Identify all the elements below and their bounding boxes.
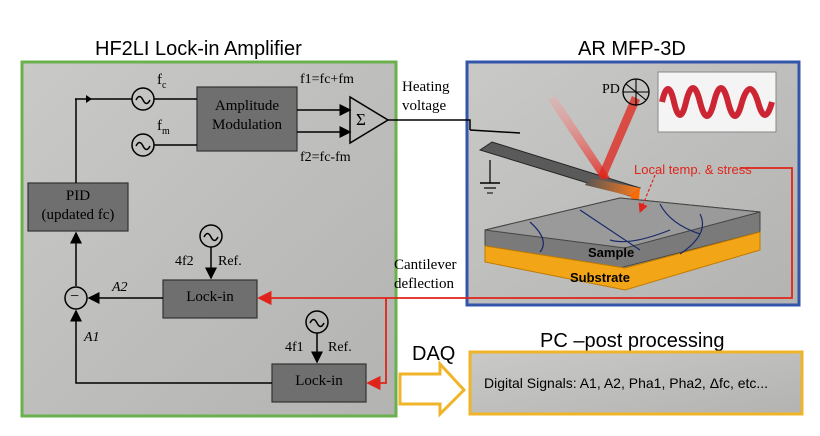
substrate-label: Substrate [570,270,630,285]
ref2-label: Ref. [218,254,242,269]
sigma-label: Σ [356,110,366,129]
lockin-title: HF2LI Lock-in Amplifier [95,38,302,60]
subtract-circle [64,286,88,310]
lockin-box-2-label: Lock-in [186,289,234,305]
daq-label: DAQ [412,343,456,365]
lockin-box-1-label: Lock-in [295,373,343,389]
minus-sign: − [70,288,80,305]
pd-label: PD [602,82,620,97]
f2-equation: f2=fc-fm [300,150,351,165]
afm-title: AR MFP-3D [578,38,686,60]
sample-label: Sample [588,245,635,260]
pc-title: PC –post processing [540,330,725,352]
daq-arrow-icon [398,360,467,418]
local-temp-label: Local temp. & stress [634,162,752,177]
four-f2-label: 4f2 [175,254,194,269]
digital-signals-label: Digital Signals: A1, A2, Pha1, Pha2, Δfc… [484,375,769,391]
four-f1-label: 4f1 [285,340,304,355]
fc-label: fc [157,72,167,91]
sum-triangle [349,95,390,145]
a2-label: A2 [112,280,128,295]
ref1-label: Ref. [328,340,352,355]
pid-label: PID(updated fc) [41,188,115,223]
pid-box [27,182,129,232]
a1-label: A1 [84,330,100,345]
amplitude-modulation-box [196,86,298,152]
afm-illustration [478,71,777,291]
fm-label: fm [157,118,170,137]
pc-panel [468,350,804,416]
lockin-box-2 [162,279,258,319]
lockin-box-1 [271,363,367,403]
f1-equation: f1=fc+fm [300,72,354,87]
